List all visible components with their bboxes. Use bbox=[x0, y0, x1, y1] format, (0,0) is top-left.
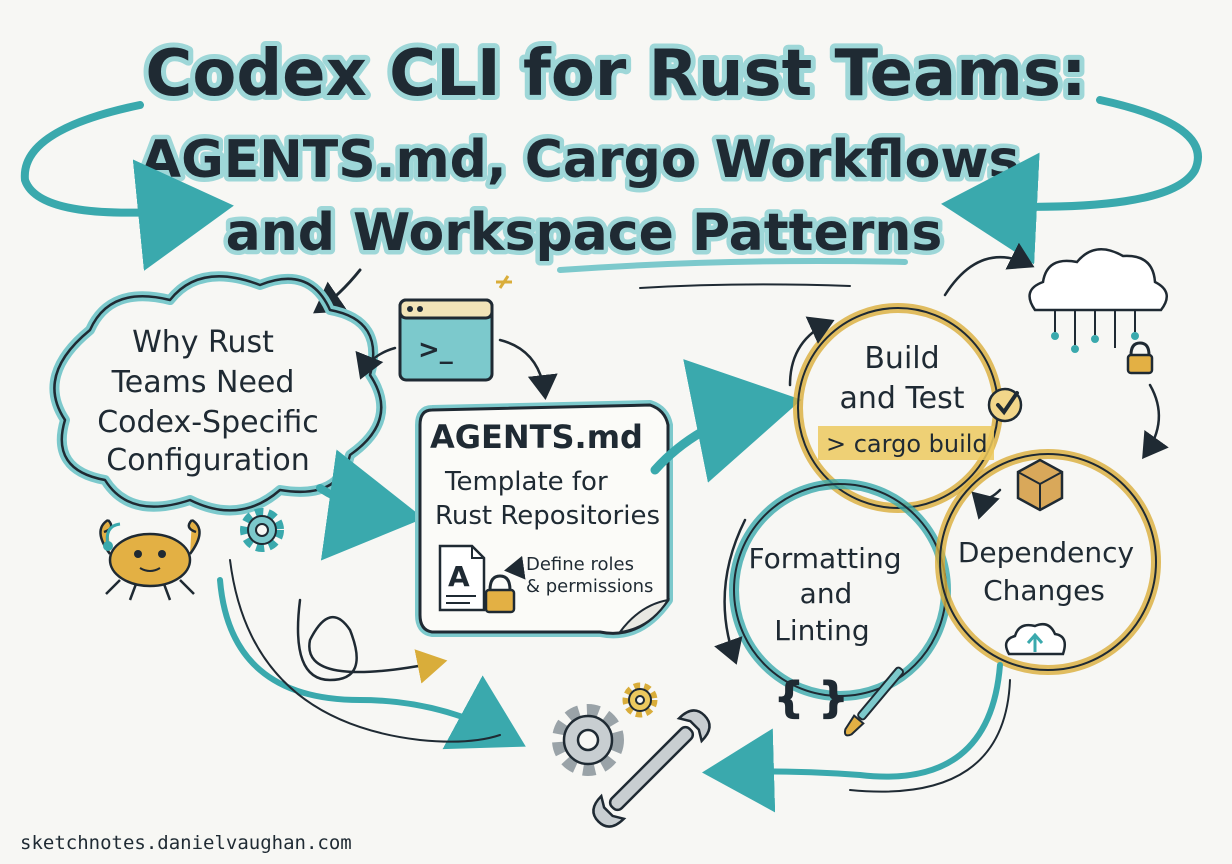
build-line-2: and Test bbox=[839, 381, 964, 416]
gear-icon bbox=[240, 508, 284, 552]
package-box-icon bbox=[1016, 458, 1064, 512]
card-line-2: Rust Repositories bbox=[435, 501, 660, 531]
title-underline bbox=[557, 258, 908, 273]
card-to-build-arrow bbox=[650, 359, 802, 483]
card-heading: AGENTS.md bbox=[430, 418, 643, 456]
title-down-arrow bbox=[313, 268, 362, 314]
card-loop-arrow bbox=[296, 598, 448, 684]
cloud-text-1: Why Rust bbox=[132, 325, 274, 360]
dependency-line-1: Dependency bbox=[958, 536, 1134, 569]
cloud-why-rust: Why Rust Teams Need Codex-Specific Confi… bbox=[49, 271, 387, 516]
left-swoop-ink bbox=[229, 559, 501, 743]
formatting-line-3: Linting bbox=[774, 614, 869, 647]
build-line-1: Build bbox=[864, 341, 939, 376]
cloud-top-arrow bbox=[943, 242, 1035, 297]
gear-large-icon bbox=[552, 704, 624, 776]
left-swoop-arrow bbox=[217, 577, 526, 750]
cloud-to-card-arrow bbox=[316, 449, 424, 561]
note-arrow bbox=[504, 555, 526, 580]
terminal-icon: >_ bbox=[398, 275, 512, 382]
dependency-line-2: Changes bbox=[983, 574, 1105, 607]
dependency-inner-arrow bbox=[971, 488, 1002, 520]
formatting-line-2: and bbox=[800, 577, 853, 610]
card-note-2: & permissions bbox=[526, 576, 653, 597]
footer-site: sketchnotes.danielvaughan.com bbox=[20, 832, 352, 854]
cloud-text-3: Codex-Specific bbox=[97, 405, 319, 440]
cloud-upload-icon bbox=[1004, 623, 1066, 656]
document-icon: A bbox=[438, 544, 486, 612]
agents-card: AGENTS.md Template for Rust Repositories… bbox=[415, 400, 673, 639]
title-line-1: Codex CLI for Rust Teams: bbox=[145, 37, 1086, 111]
bottom-right-ink bbox=[849, 679, 1011, 793]
formatting-left-arrow bbox=[714, 518, 747, 665]
build-command: > cargo build bbox=[826, 430, 988, 458]
card-curl bbox=[617, 598, 671, 634]
braces-icon: { } bbox=[774, 673, 848, 722]
card-line-1: Template for bbox=[444, 467, 608, 497]
document-letter: A bbox=[448, 560, 470, 593]
formatting-line-1: Formatting bbox=[749, 542, 902, 575]
cloud-text-4: Configuration bbox=[106, 443, 309, 478]
gear-small-icon bbox=[622, 682, 658, 718]
bottom-right-arrow bbox=[702, 662, 1003, 813]
wrench-icon bbox=[592, 709, 711, 828]
title-left-arrow bbox=[20, 101, 234, 271]
title-group: Codex CLI for Rust Teams: AGENTS.md, Car… bbox=[136, 32, 1092, 289]
title-line-3: and Workspace Patterns bbox=[226, 203, 943, 263]
crab-icon bbox=[99, 518, 201, 601]
title-line-2: AGENTS.md, Cargo Workflows, bbox=[141, 130, 1039, 190]
lock-icon-cloud bbox=[1126, 341, 1154, 375]
dependency-circle bbox=[939, 453, 1157, 671]
terminal-down-arrow bbox=[498, 338, 558, 400]
title-right-arrow bbox=[941, 96, 1202, 265]
cloud-network-icon bbox=[1028, 248, 1168, 353]
terminal-prompt: >_ bbox=[418, 335, 453, 365]
checkmark-icon bbox=[987, 387, 1023, 423]
cloud-text-2: Teams Need bbox=[111, 365, 295, 400]
lock-icon bbox=[484, 574, 516, 614]
cloud-right-arrow bbox=[1142, 383, 1169, 460]
build-top-arrow bbox=[788, 316, 835, 387]
command-highlight bbox=[818, 426, 994, 460]
terminal-left-arrow bbox=[355, 346, 397, 380]
paintbrush-icon bbox=[843, 666, 904, 737]
title-underline-2 bbox=[639, 283, 851, 289]
card-note-1: Define roles bbox=[526, 554, 634, 575]
